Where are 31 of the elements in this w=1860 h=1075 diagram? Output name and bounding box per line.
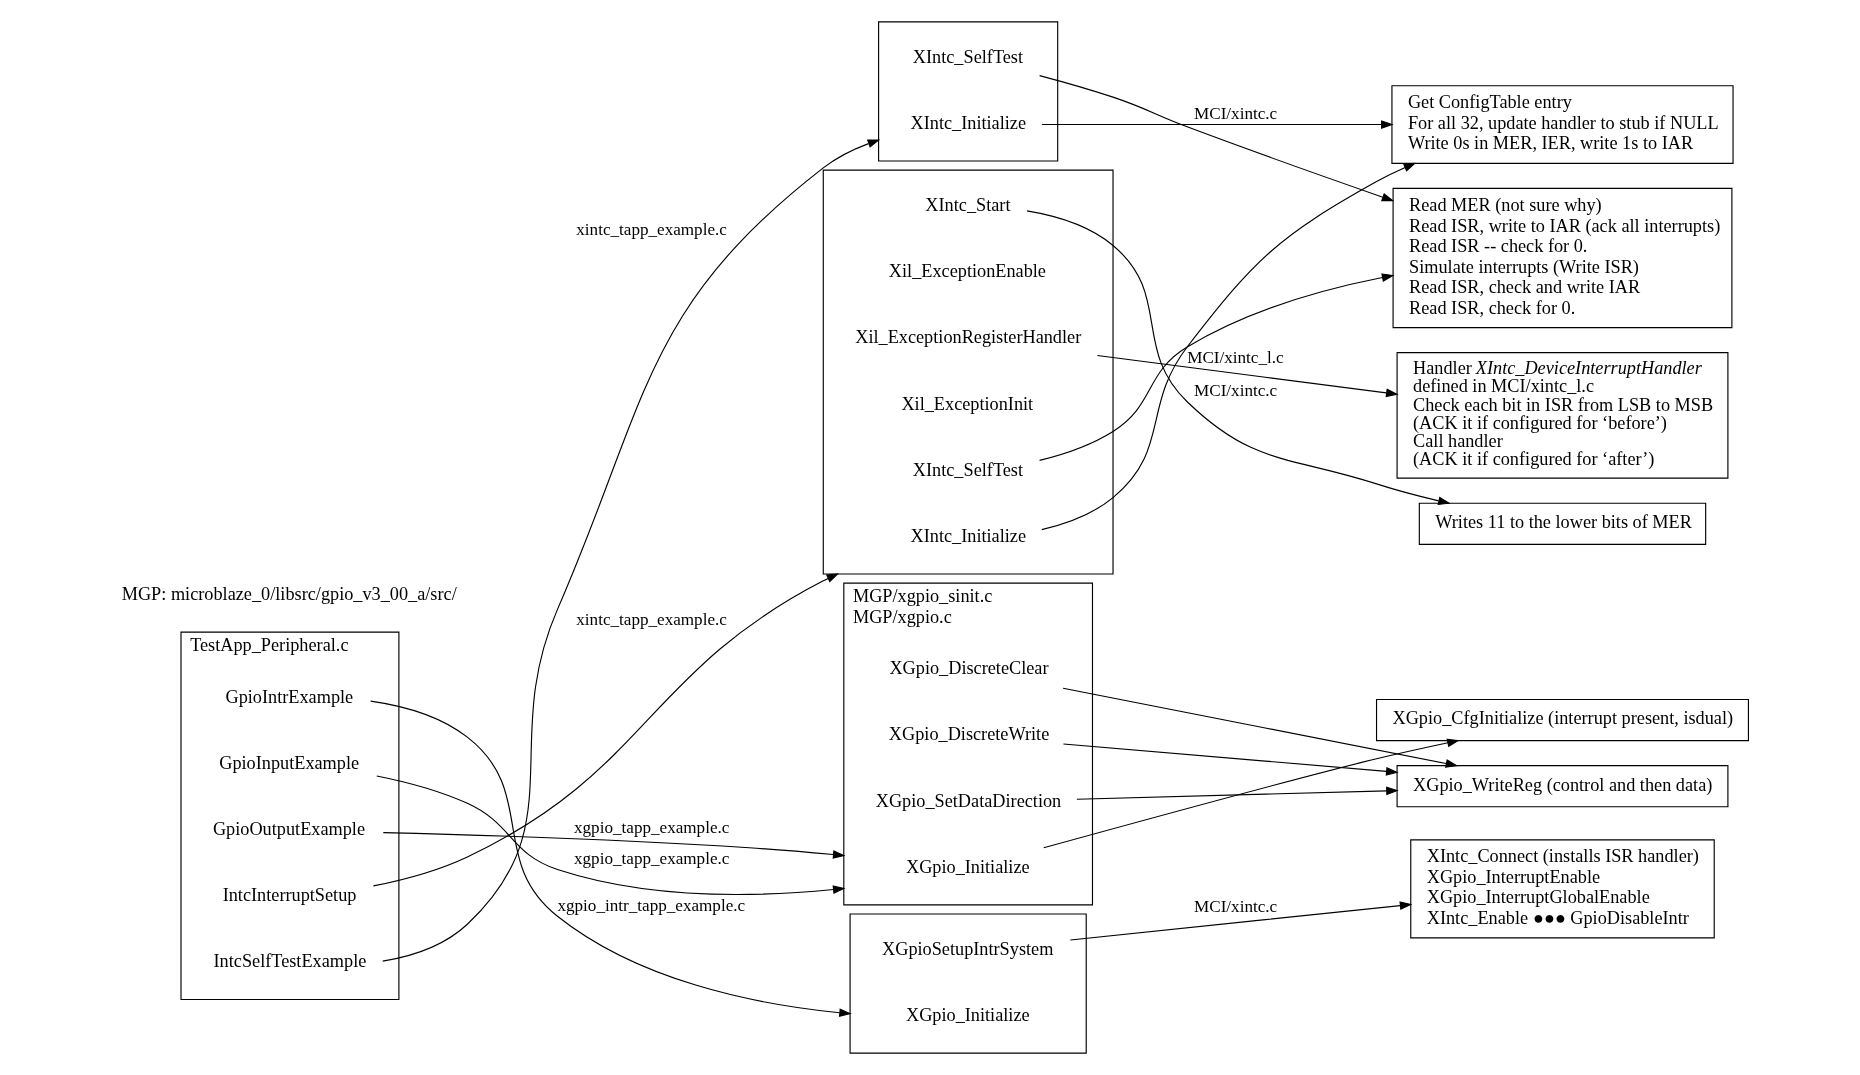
node-text: IntcInterruptSetup xyxy=(222,885,356,906)
node-text: Xil_ExceptionInit xyxy=(900,393,1033,414)
node-text: XIntc_Initialize xyxy=(910,525,1026,546)
edge-label: xgpio_tapp_example.c xyxy=(573,817,729,837)
node-text: XIntc_SelfTest xyxy=(912,46,1023,67)
node-text: GpioIntrExample xyxy=(225,686,353,707)
edge-label: xintc_tapp_example.c xyxy=(575,610,727,630)
label: MGP: microblaze_0/libsrc/gpio_v3_00_a/src/ xyxy=(121,584,457,605)
node-text: XIntc_SelfTest xyxy=(912,459,1023,480)
node-text: XGpioSetupIntrSystem xyxy=(881,938,1053,959)
node-text: IntcSelfTestExample xyxy=(213,951,366,972)
node-text: Xil_ExceptionEnable xyxy=(888,261,1046,282)
node-text: XGpio_DiscreteClear xyxy=(888,658,1049,679)
node-text: XIntc_Initialize xyxy=(910,112,1026,133)
node-text: GpioOutputExample xyxy=(212,819,365,840)
node-label: MGP/xgpio.c xyxy=(852,606,952,627)
edge-label: xintc_tapp_example.c xyxy=(575,220,727,240)
edge-label: MCI/xintc_l.c xyxy=(1186,347,1284,367)
edge-label: MCI/xintc.c xyxy=(1193,896,1277,916)
node-label: MGP/xgpio_sinit.c xyxy=(852,586,992,607)
edge-label: MCI/xintc.c xyxy=(1193,381,1277,401)
node-text: Xil_ExceptionRegisterHandler xyxy=(854,327,1081,348)
edge-label: xgpio_tapp_example.c xyxy=(573,848,729,868)
node-text: XGpio_Initialize xyxy=(905,1004,1030,1025)
edge-label: xgpio_intr_tapp_example.c xyxy=(556,895,745,915)
edge-label: MCI/xintc.c xyxy=(1193,103,1277,123)
node-text: XIntc_Start xyxy=(924,195,1011,216)
node-text: GpioInputExample xyxy=(218,752,359,773)
node-text: XGpio_Initialize xyxy=(905,856,1030,877)
node-text: XGpio_SetDataDirection xyxy=(875,790,1061,811)
node-text: XGpio_DiscreteWrite xyxy=(888,724,1049,745)
